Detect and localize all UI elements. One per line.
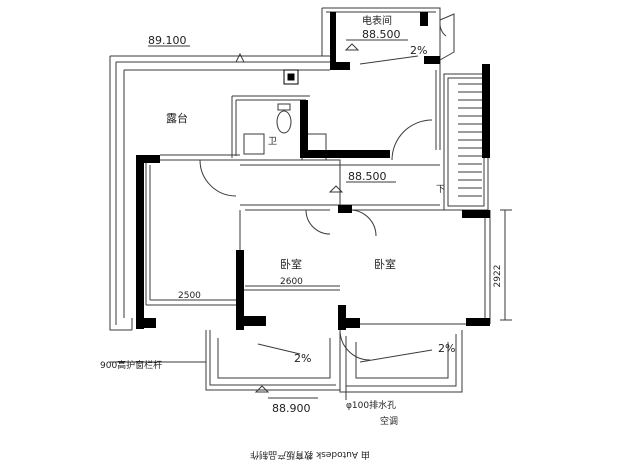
dim-right-depth: 2922 bbox=[493, 265, 503, 288]
walls bbox=[136, 12, 490, 330]
aircon-note: 空调 bbox=[380, 415, 398, 427]
stair-treads bbox=[458, 83, 482, 197]
slope-meter-room: 2% bbox=[410, 44, 427, 57]
bedroom-right-label: 卧室 bbox=[374, 257, 396, 271]
balcony-label: 露台 bbox=[166, 111, 188, 125]
elevation-marks bbox=[235, 43, 360, 393]
dim-mid-bedroom: 2600 bbox=[280, 277, 303, 287]
stair-down-label: 下 bbox=[436, 185, 445, 195]
meter-room-label: 电表间 bbox=[362, 14, 392, 27]
elevation-bottom: 88.900 bbox=[272, 402, 311, 415]
ac-unit-icon bbox=[283, 69, 299, 85]
elevation-top-left: 89.100 bbox=[148, 34, 187, 47]
slope-bottom-left: 2% bbox=[294, 352, 311, 365]
elevation-meter-room: 88.500 bbox=[362, 28, 401, 41]
bedroom-left-label: 卧室 bbox=[280, 257, 302, 271]
outline-lines bbox=[109, 7, 512, 400]
dim-left-bedroom: 2500 bbox=[178, 291, 201, 301]
slope-bottom-right: 2% bbox=[438, 342, 455, 355]
guardrail-note: 900高护窗栏杆 bbox=[100, 359, 162, 371]
elevation-corridor: 88.500 bbox=[348, 170, 387, 183]
footer-watermark: 由 Autodesk 教育版产品制作 bbox=[250, 449, 370, 461]
toilet-label: 卫 bbox=[268, 137, 277, 147]
drain-note: φ100排水孔 bbox=[346, 399, 396, 411]
